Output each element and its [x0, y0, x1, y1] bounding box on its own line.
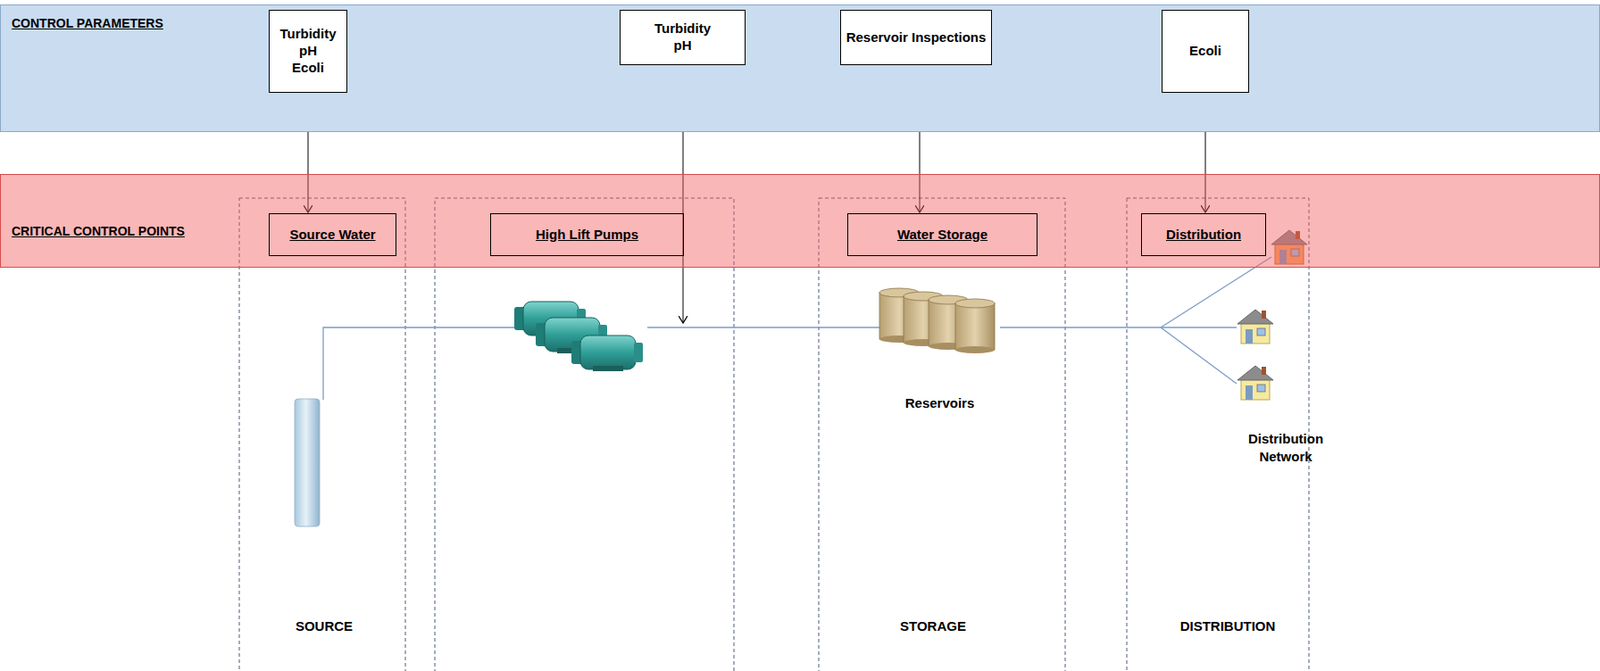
box-label: Ecoli — [1189, 42, 1222, 60]
stage-label: STORAGE — [857, 617, 1009, 636]
parameter-band: CONTROL PARAMETERS Turbidity pH Ecoli Turb… — [0, 4, 1600, 133]
arrow-connector — [919, 65, 921, 213]
control-point-band: CRITICAL CONTROL POINTS Source Water High … — [0, 174, 1600, 268]
component-label: Distribution Network — [1236, 430, 1335, 467]
component-label: Reservoirs — [870, 394, 1009, 413]
arrow-connector — [308, 92, 309, 213]
band-title: CONTROL PARAMETERS — [11, 16, 164, 31]
box-label: Reservoir Inspections — [846, 29, 987, 47]
box-label: Source Water — [289, 226, 375, 244]
box-label: Water Storage — [897, 226, 988, 244]
box-label: Distribution — [1166, 226, 1242, 244]
parameter-box: Turbidity pH Ecoli — [268, 9, 348, 93]
control-point-box: Water Storage — [847, 213, 1038, 257]
box-label: Turbidity pH — [624, 20, 742, 55]
control-point-box: Distribution — [1141, 213, 1267, 257]
control-point-box: High Lift Pumps — [490, 213, 684, 257]
parameter-box: Reservoir Inspections — [840, 9, 992, 66]
box-label: Turbidity pH Ecoli — [273, 25, 343, 76]
stage-label: SOURCE — [261, 617, 387, 636]
control-point-box: Source Water — [268, 213, 397, 257]
box-label: High Lift Pumps — [535, 226, 639, 244]
stage-label: DISTRIBUTION — [1160, 617, 1295, 636]
parameter-box: Turbidity pH — [619, 9, 746, 66]
band-title: CRITICAL CONTROL POINTS — [11, 224, 185, 239]
arrow-connector — [1205, 92, 1207, 213]
parameter-box: Ecoli — [1161, 9, 1250, 93]
